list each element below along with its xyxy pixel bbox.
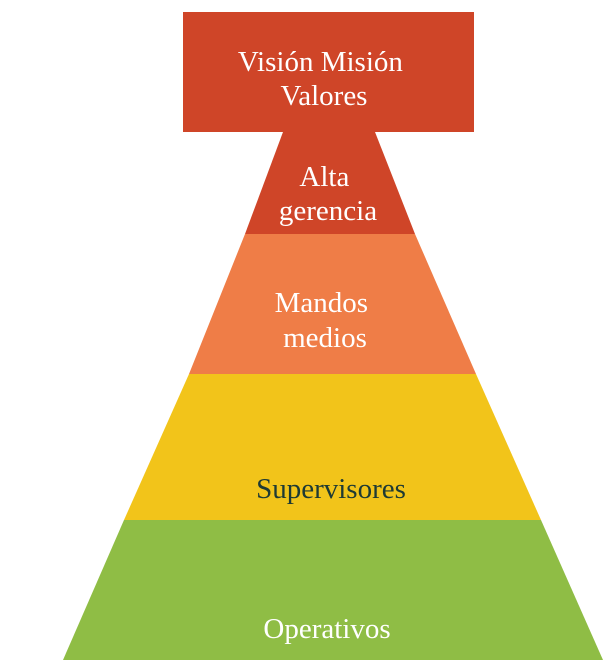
alta-gerencia-label-line2: gerencia [279, 195, 377, 227]
alta-gerencia-label: Alta gerencia [279, 161, 377, 227]
layer-operativos [63, 520, 603, 660]
top-box-vision-mision-valores [183, 12, 474, 132]
layer-supervisores [124, 374, 541, 520]
alta-gerencia-label-line1: Alta [299, 161, 349, 193]
layer-mandos-medios [189, 234, 476, 374]
mandos-medios-label-line2: medios [283, 322, 367, 354]
mandos-medios-label-line1: Mandos [275, 287, 368, 319]
operativos-label: Operativos [263, 613, 390, 645]
layer-alta-gerencia [245, 132, 415, 234]
mandos-medios-label: Mandos medios [275, 287, 376, 354]
top-box-label-line2: Valores [281, 80, 368, 112]
top-box-label-line1: Visión Misión [238, 46, 404, 78]
supervisores-label: Supervisores [256, 473, 406, 505]
top-box-label: Visión Misión Valores [238, 46, 410, 112]
